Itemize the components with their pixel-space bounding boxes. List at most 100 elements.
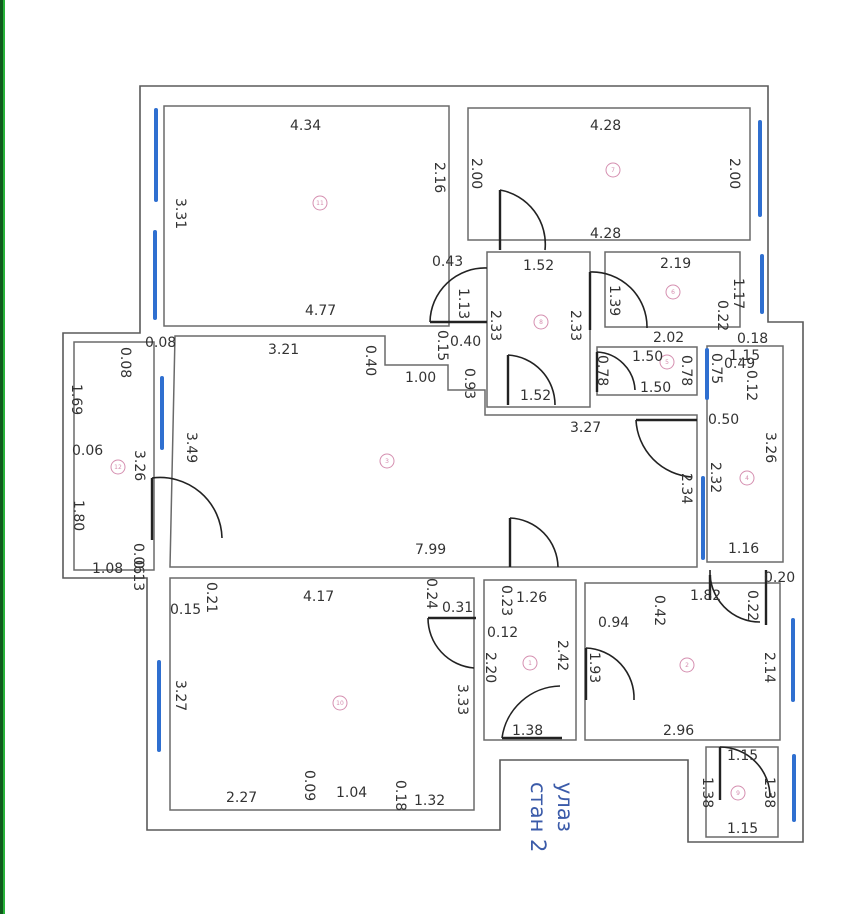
dimension-label: 0.18 [737, 331, 768, 347]
dimension-label: 0.94 [598, 615, 629, 631]
dimension-label: 0.12 [743, 370, 759, 401]
dimension-label: 0.24 [423, 578, 439, 609]
dimension-label: 0.40 [450, 334, 481, 350]
dimension-label: 1.39 [606, 285, 622, 316]
windows [153, 108, 796, 822]
room-number: 10 [336, 700, 344, 707]
room-9 [705, 746, 779, 838]
dimension-label: 2.42 [554, 640, 570, 671]
room-marker-circle [679, 657, 695, 673]
room-3 [169, 335, 698, 568]
dimension-label: 1.69 [68, 384, 84, 415]
dimension-label: 2.27 [226, 790, 257, 806]
room-number: 2 [685, 662, 689, 669]
doors [150, 189, 771, 800]
room-marker-circle [730, 785, 746, 801]
dimension-label: 2.33 [487, 310, 503, 341]
dimension-label: 2.00 [468, 158, 484, 189]
room-number: 12 [114, 464, 122, 471]
dimension-label: 2.33 [567, 310, 583, 341]
dimension-label: 1.15 [727, 748, 758, 764]
dimension-label: 0.78 [594, 355, 610, 386]
room-12 [73, 341, 155, 571]
room-7 [467, 107, 751, 241]
dimension-label: 1.08 [92, 561, 123, 577]
dimension-label: 1.32 [414, 793, 445, 809]
room-number: 5 [665, 359, 669, 366]
dimension-label: 1.38 [761, 777, 777, 808]
dimension-label: 1.38 [512, 723, 543, 739]
dimension-label: 0.50 [708, 412, 739, 428]
room-4 [706, 345, 784, 563]
dimension-label: 0.08 [117, 347, 133, 378]
room-number: 8 [539, 319, 543, 326]
dimension-label: 1.82 [690, 588, 721, 604]
dimension-label: 0.43 [432, 254, 463, 270]
entrance-label-line2: стан 2 [526, 782, 550, 853]
dimension-label: 3.27 [570, 420, 601, 436]
room-marker-circle [522, 655, 538, 671]
room-6 [604, 251, 741, 328]
dimension-label: 4.28 [590, 226, 621, 242]
dimension-label: 1.26 [516, 590, 547, 606]
dimension-label: 0.15 [434, 330, 450, 361]
dimension-label: 0.75 [708, 353, 724, 384]
dimension-label: 1.04 [336, 785, 367, 801]
dimension-label: 2.20 [482, 652, 498, 683]
entrance-label-line1: улаз [553, 782, 577, 832]
dimension-label: 0.06 [130, 543, 146, 574]
room-10 [169, 577, 475, 811]
dimension-label: 0.22 [714, 300, 730, 331]
room-11 [163, 105, 450, 327]
dimension-label: 3.27 [172, 680, 188, 711]
dimension-label: 3.21 [268, 342, 299, 358]
room-marker-circle [659, 354, 675, 370]
dimension-label: 0.49 [724, 356, 755, 372]
room-marker-circle [665, 284, 681, 300]
dimension-label: 2.02 [653, 330, 684, 346]
dimension-label: 1.93 [586, 652, 602, 683]
dimension-label: 0.18 [392, 780, 408, 811]
dimension-label: 0.13 [130, 560, 146, 591]
room-number: 3 [385, 458, 389, 465]
dimension-label: 1.80 [70, 500, 86, 531]
dimension-label: 1.38 [699, 777, 715, 808]
room-marker-circle [332, 695, 348, 711]
dimension-label: 2.19 [660, 256, 691, 272]
dimension-label: 0.09 [301, 770, 317, 801]
room-1 [483, 579, 577, 741]
room-marker-circle [110, 459, 126, 475]
dimension-label: 2.34 [678, 473, 694, 504]
dimension-label: 1.13 [455, 288, 471, 319]
dimension-label: 1.15 [727, 821, 758, 837]
dimension-label: 2.32 [707, 462, 723, 493]
dimension-label: 0.22 [744, 590, 760, 621]
dimension-label: 4.17 [303, 589, 334, 605]
dimension-label: 3.33 [454, 684, 470, 715]
dimension-label: 1.00 [405, 370, 436, 386]
room-number: 4 [745, 475, 749, 482]
dimension-label: 0.78 [678, 355, 694, 386]
dimension-label: 3.49 [183, 432, 199, 463]
outer-wall [62, 85, 804, 843]
dimension-label: 7.99 [415, 542, 446, 558]
dimension-label: 0.42 [651, 595, 667, 626]
dimension-label: 1.17 [730, 278, 746, 309]
dimension-label: 0.31 [442, 600, 473, 616]
dimension-label: 0.20 [764, 570, 795, 586]
dimension-label: 0.40 [362, 345, 378, 376]
dimension-label: 1.16 [728, 541, 759, 557]
dimension-label: 2.96 [663, 723, 694, 739]
dimension-label: 1.15 [729, 348, 760, 364]
dimension-label: 4.28 [590, 118, 621, 134]
room-number: 6 [671, 289, 675, 296]
room-number: 9 [736, 790, 740, 797]
dimension-label: 0.21 [203, 582, 219, 613]
room-marker-circle [379, 453, 395, 469]
dimension-label: 0.12 [487, 625, 518, 641]
room-number: 1 [528, 660, 532, 667]
dimension-label: 0.06 [72, 443, 103, 459]
